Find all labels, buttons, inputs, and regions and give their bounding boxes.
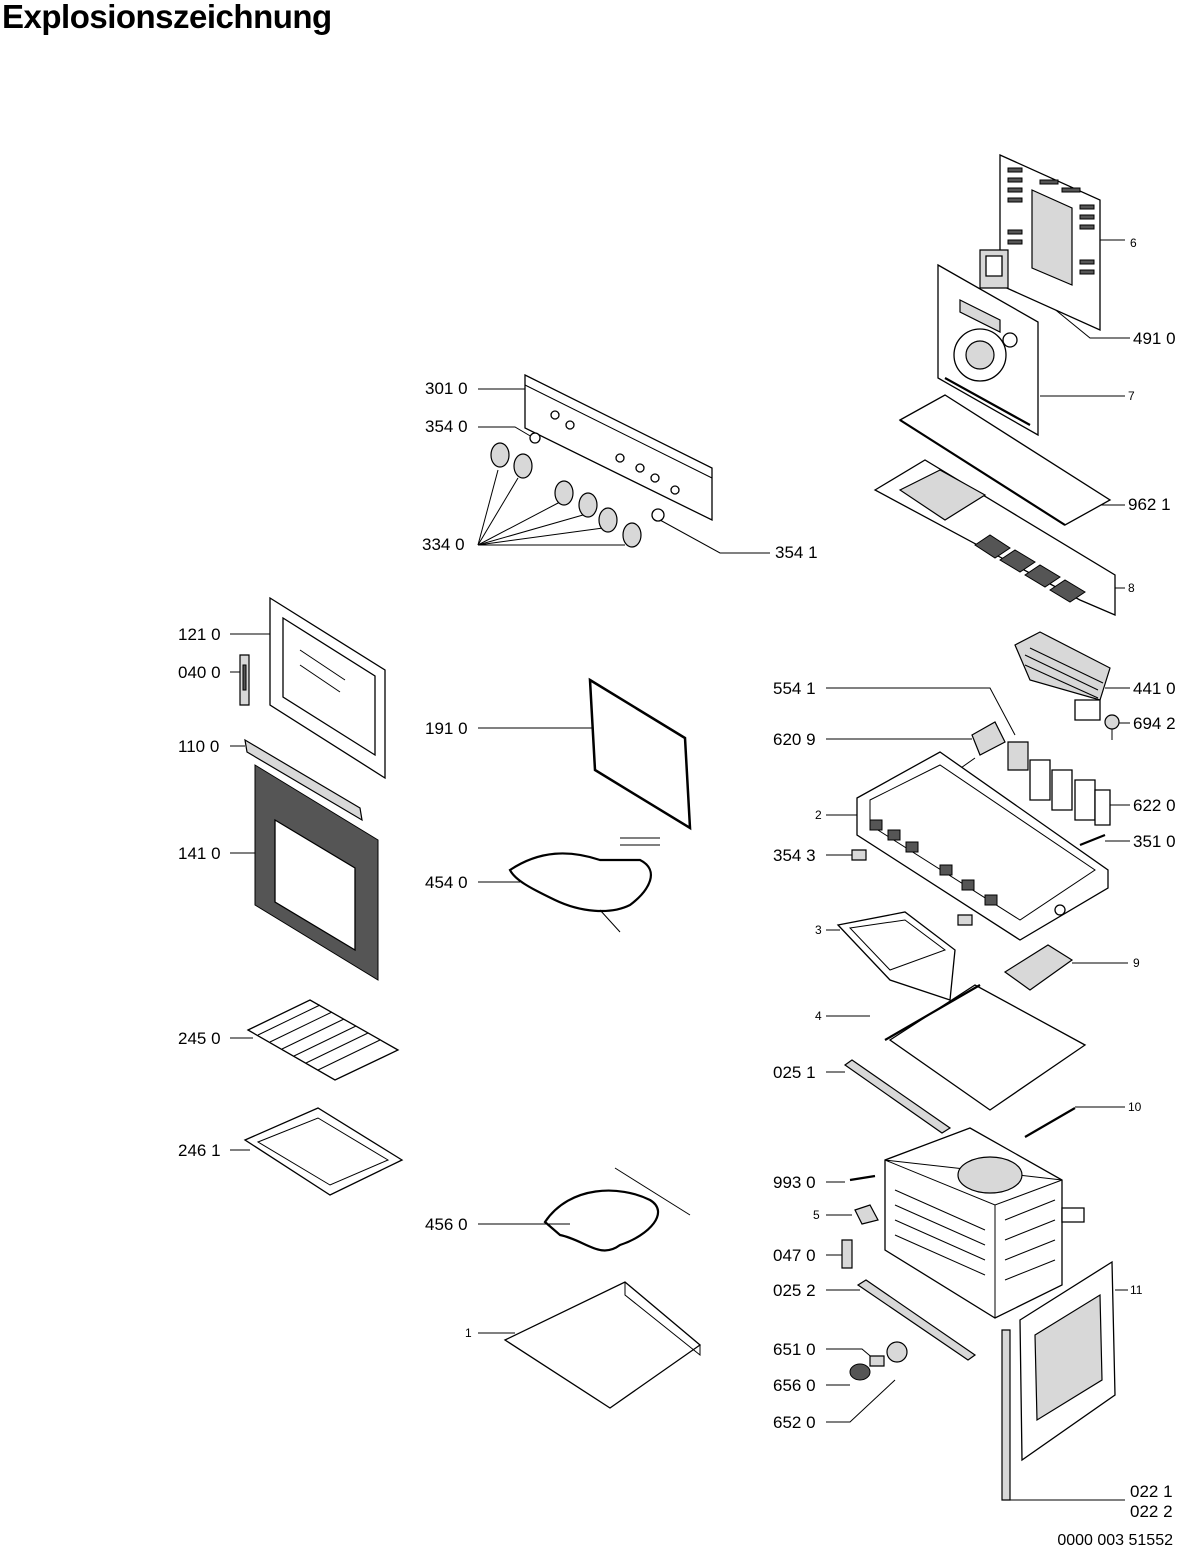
part-screws [852, 835, 1105, 925]
part-label-1410: 141 0 [178, 844, 221, 863]
part-knobs [491, 433, 664, 547]
leader-lines [230, 240, 1130, 1500]
part-label-9930: 993 0 [773, 1173, 816, 1192]
part-label-6560: 656 0 [773, 1376, 816, 1395]
part-label-11: 11 [1130, 1283, 1143, 1297]
part-small-fittings [842, 1176, 878, 1268]
part-rail-bottom [858, 1280, 975, 1360]
part-tangential-fan [1015, 632, 1110, 720]
part-hinge [240, 655, 249, 705]
part-door-handle [245, 740, 362, 820]
part-label-7: 7 [1128, 389, 1135, 403]
part-label-0470: 047 0 [773, 1246, 816, 1265]
part-label-6209: 620 9 [773, 730, 816, 749]
part-rear-cover [1000, 155, 1100, 330]
part-label-0251: 025 1 [773, 1063, 816, 1082]
part-label-3541: 354 1 [775, 543, 818, 562]
part-side-bracket [838, 912, 955, 1000]
part-rail-left [845, 1060, 950, 1133]
part-label-2: 2 [815, 808, 822, 822]
part-door-frame [270, 598, 385, 778]
page-title: Explosionszeichnung [2, 0, 332, 35]
part-label-1: 1 [465, 1326, 472, 1340]
part-label-4910: 491 0 [1133, 329, 1176, 348]
part-label-10: 10 [1128, 1100, 1142, 1114]
part-label-9621: 962 1 [1128, 495, 1171, 514]
part-strip [1002, 1330, 1010, 1500]
part-door-glass [255, 765, 378, 980]
part-label-0222: 022 2 [1130, 1502, 1173, 1521]
part-label-4560: 456 0 [425, 1215, 468, 1234]
part-label-1910: 191 0 [425, 719, 468, 738]
part-label-0400: 040 0 [178, 663, 221, 682]
part-label-6942: 694 2 [1133, 714, 1176, 733]
part-wire-shelf [248, 1000, 398, 1080]
part-label-3340: 334 0 [422, 535, 465, 554]
part-label-3540: 354 0 [425, 417, 468, 436]
part-rod [1025, 1108, 1075, 1137]
part-motor-bracket [980, 250, 1008, 288]
part-label-3: 3 [815, 923, 822, 937]
part-switches [958, 722, 1110, 825]
part-bottom-plate [505, 1282, 700, 1408]
part-insulation-plate [885, 985, 1085, 1110]
part-label-5541: 554 1 [773, 679, 816, 698]
part-seal-strip [900, 395, 1110, 525]
part-label-9: 9 [1133, 956, 1140, 970]
part-thermostat [850, 1342, 907, 1380]
part-label-6520: 652 0 [773, 1413, 816, 1432]
part-bottom-heater [545, 1168, 690, 1250]
part-label-6220: 622 0 [1133, 796, 1176, 815]
part-label-6: 6 [1130, 236, 1137, 250]
part-side-panel [1020, 1262, 1115, 1460]
part-label-4: 4 [815, 1009, 822, 1023]
part-label-3010: 301 0 [425, 379, 468, 398]
part-label-0221: 022 1 [1130, 1482, 1173, 1501]
part-small-plate [1005, 945, 1072, 990]
part-label-4540: 454 0 [425, 873, 468, 892]
part-oven-cavity [885, 1128, 1084, 1318]
part-top-heater [510, 838, 660, 932]
part-label-8: 8 [1128, 581, 1135, 595]
part-fan-plate [938, 265, 1038, 435]
document-number: 0000 003 51552 [1057, 1532, 1173, 1549]
part-baking-tray [245, 1108, 402, 1195]
part-housing-frame [857, 752, 1108, 940]
part-label-2461: 246 1 [178, 1141, 221, 1160]
part-label-0252: 025 2 [773, 1281, 816, 1300]
part-oven-seal [590, 680, 690, 828]
part-control-panel [525, 375, 712, 520]
part-top-panel [875, 460, 1115, 615]
part-lamp [1105, 715, 1119, 740]
part-label-3510: 351 0 [1133, 832, 1176, 851]
part-label-4410: 441 0 [1133, 679, 1176, 698]
part-label-3543: 354 3 [773, 846, 816, 865]
part-label-6510: 651 0 [773, 1340, 816, 1359]
part-label-1100: 110 0 [178, 737, 220, 756]
part-label-2450: 245 0 [178, 1029, 221, 1048]
part-label-1210: 121 0 [178, 625, 221, 644]
part-label-5: 5 [813, 1208, 820, 1222]
